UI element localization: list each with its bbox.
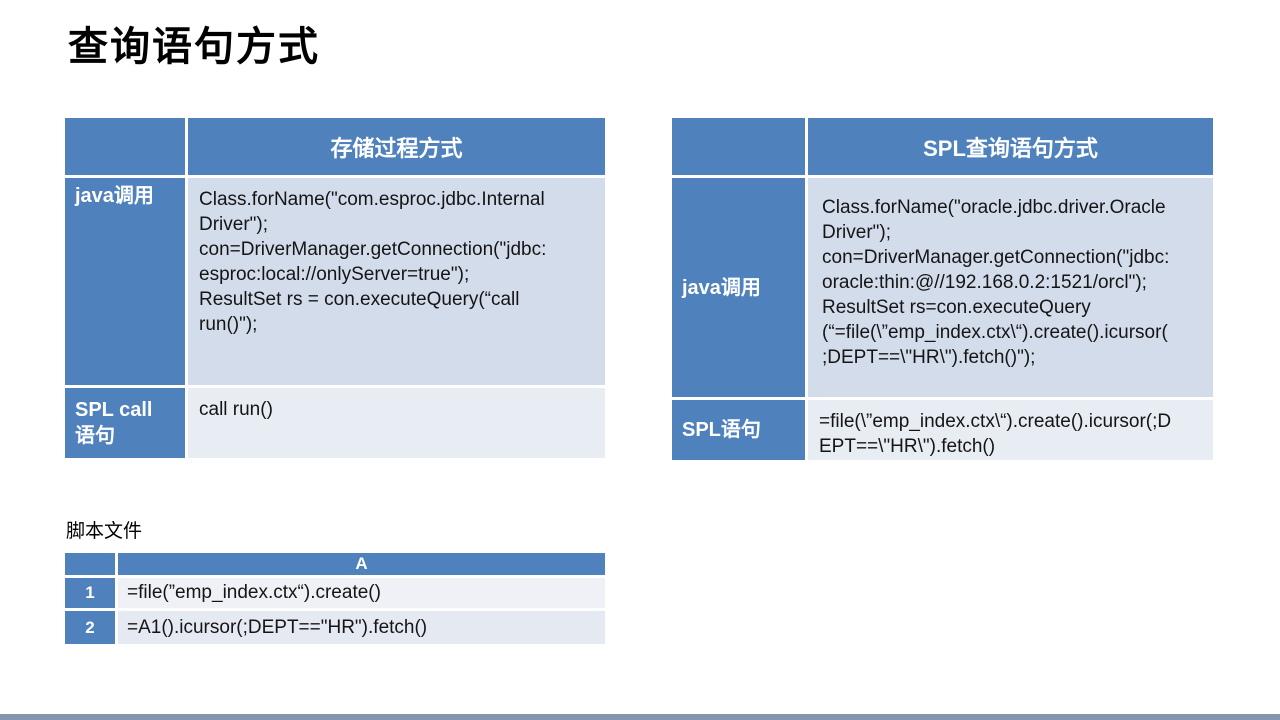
row-label-spl-call: SPL call 语句 [65, 388, 185, 458]
code-cell-java: Class.forName("com.esproc.jdbc.Internal … [188, 178, 605, 385]
code-cell-java: Class.forName("oracle.jdbc.driver.Oracle… [808, 178, 1213, 397]
script-cell-a2: =A1().icursor(;DEPT=="HR").fetch() [118, 611, 605, 644]
header-spacer-cell [672, 118, 805, 175]
table-header: 存储过程方式 [188, 118, 605, 175]
stored-procedure-table: 存储过程方式 java调用 Class.forName("com.esproc.… [65, 118, 605, 458]
row-label-java: java调用 [65, 178, 185, 385]
script-file-label: 脚本文件 [66, 521, 143, 542]
code-cell-spl: =file(\”emp_index.ctx\“).create().icurso… [808, 400, 1213, 460]
column-header-a: A [118, 553, 605, 575]
header-spacer-cell [65, 118, 185, 175]
corner-spacer-cell [65, 553, 115, 575]
table-header: SPL查询语句方式 [808, 118, 1213, 175]
script-cell-a1: =file(”emp_index.ctx“).create() [118, 578, 605, 608]
slide-title: 查询语句方式 [68, 25, 320, 69]
row-label-spl: SPL语句 [672, 400, 805, 460]
script-grid-table: A 1 =file(”emp_index.ctx“).create() 2 =A… [65, 553, 605, 644]
footer-accent-bar [0, 714, 1280, 720]
row-number: 2 [65, 611, 115, 644]
code-cell-spl-call: call run() [188, 388, 605, 458]
row-label-java: java调用 [672, 178, 805, 397]
row-number: 1 [65, 578, 115, 608]
spl-query-table: SPL查询语句方式 java调用 Class.forName("oracle.j… [672, 118, 1213, 460]
